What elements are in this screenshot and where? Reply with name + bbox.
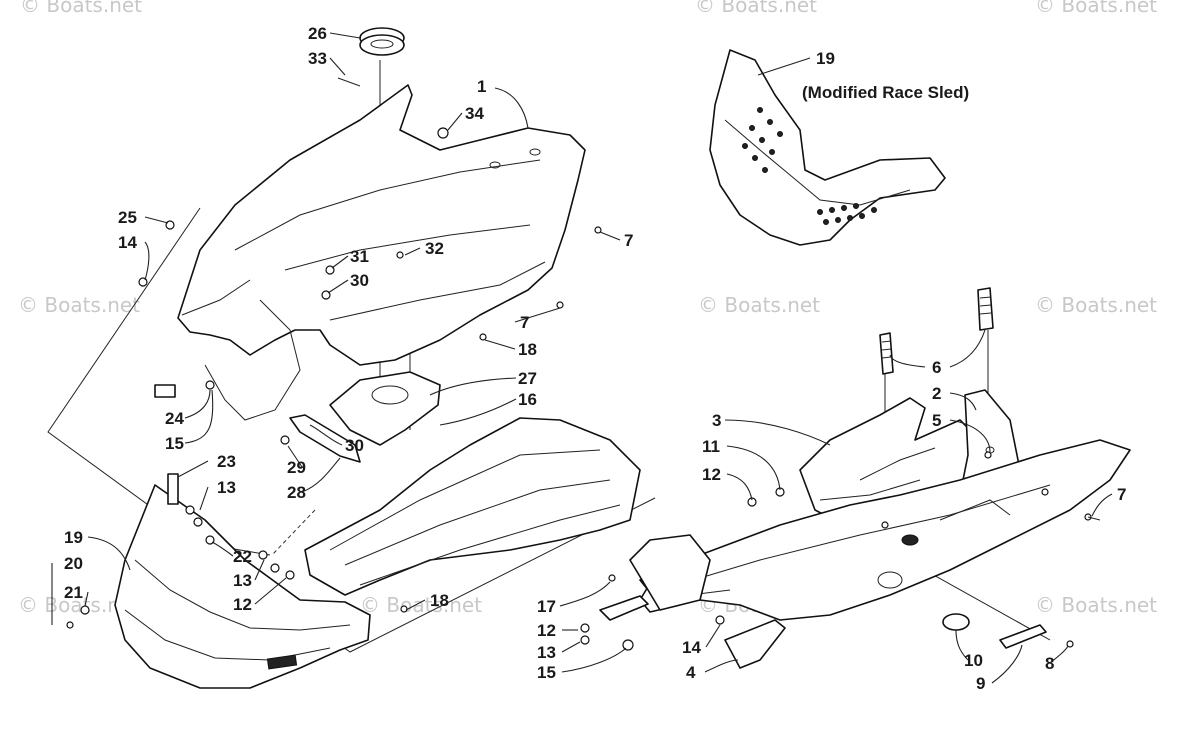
callout: 20 xyxy=(64,554,83,573)
callout: 24 xyxy=(165,409,184,428)
hardware xyxy=(66,77,1101,651)
upper-belly-pan xyxy=(177,84,586,421)
callout: 6 xyxy=(932,358,941,377)
deflector xyxy=(724,619,786,669)
callout: 28 xyxy=(287,483,306,502)
callout: 17 xyxy=(537,597,556,616)
callout: 19 xyxy=(64,528,83,547)
callout: 25 xyxy=(118,208,137,227)
watermark: © Boats.net xyxy=(1035,593,1157,617)
callout: 13 xyxy=(233,571,252,590)
callout: 14 xyxy=(118,233,137,252)
tab xyxy=(167,473,179,505)
callout: 3 xyxy=(712,411,721,430)
watermark: © Boats.net xyxy=(20,0,142,17)
callout: 4 xyxy=(686,663,696,682)
watermark: © Boats.net xyxy=(360,593,482,617)
callout: 27 xyxy=(518,369,537,388)
bracket-small xyxy=(599,595,649,621)
callout: 19 xyxy=(816,49,835,68)
callout: 7 xyxy=(624,231,633,250)
nameplate xyxy=(999,624,1047,649)
callout: 1 xyxy=(477,77,486,96)
callout: 18 xyxy=(430,591,449,610)
callout: 22 xyxy=(233,547,252,566)
callout: 18 xyxy=(518,340,537,359)
callout: 32 xyxy=(425,239,444,258)
callout: 8 xyxy=(1045,654,1054,673)
callout: 33 xyxy=(308,49,327,68)
watermark: © Boats.net xyxy=(1035,293,1157,317)
bracket xyxy=(289,414,361,463)
watermark: © Boats.net xyxy=(695,0,817,17)
callout: 31 xyxy=(350,247,369,266)
watermark: © Boats.net xyxy=(698,293,820,317)
callouts: 26 33 1 34 19 25 14 31 32 30 7 7 18 27 1… xyxy=(64,24,1126,693)
callout: 29 xyxy=(287,458,306,477)
floor-liner xyxy=(304,417,641,596)
callout: 9 xyxy=(976,674,985,693)
block xyxy=(154,384,176,398)
callout: 10 xyxy=(964,651,983,670)
grommet-ring xyxy=(359,27,405,56)
callout: 15 xyxy=(165,434,184,453)
callout: 16 xyxy=(518,390,537,409)
callout: 7 xyxy=(1117,485,1126,504)
callout: 13 xyxy=(537,643,556,662)
callout: 14 xyxy=(682,638,701,657)
watermark: © Boats.net xyxy=(1035,0,1157,17)
callout: 13 xyxy=(217,478,236,497)
callout: 7 xyxy=(520,313,529,332)
callout: 34 xyxy=(465,104,484,123)
strap xyxy=(879,287,994,375)
race-sled-nose xyxy=(709,49,946,246)
callout: 15 xyxy=(537,663,556,682)
note-modified-race-sled: (Modified Race Sled) xyxy=(802,83,969,102)
callout: 11 xyxy=(702,437,720,456)
plate xyxy=(329,371,441,446)
callout: 12 xyxy=(702,465,721,484)
rear-shroud xyxy=(629,534,711,611)
callout: 2 xyxy=(932,384,941,403)
callout: 5 xyxy=(932,411,941,430)
watermark: © Boats.net xyxy=(18,293,140,317)
callout: 23 xyxy=(217,452,236,471)
leader-lines xyxy=(51,32,1113,684)
front-bumper xyxy=(114,484,371,689)
callout: 30 xyxy=(345,436,364,455)
callout: 21 xyxy=(64,583,83,602)
callout: 30 xyxy=(350,271,369,290)
callout: 12 xyxy=(537,621,556,640)
callout: 12 xyxy=(233,595,252,614)
callout: 26 xyxy=(308,24,327,43)
end-cap xyxy=(942,613,970,631)
